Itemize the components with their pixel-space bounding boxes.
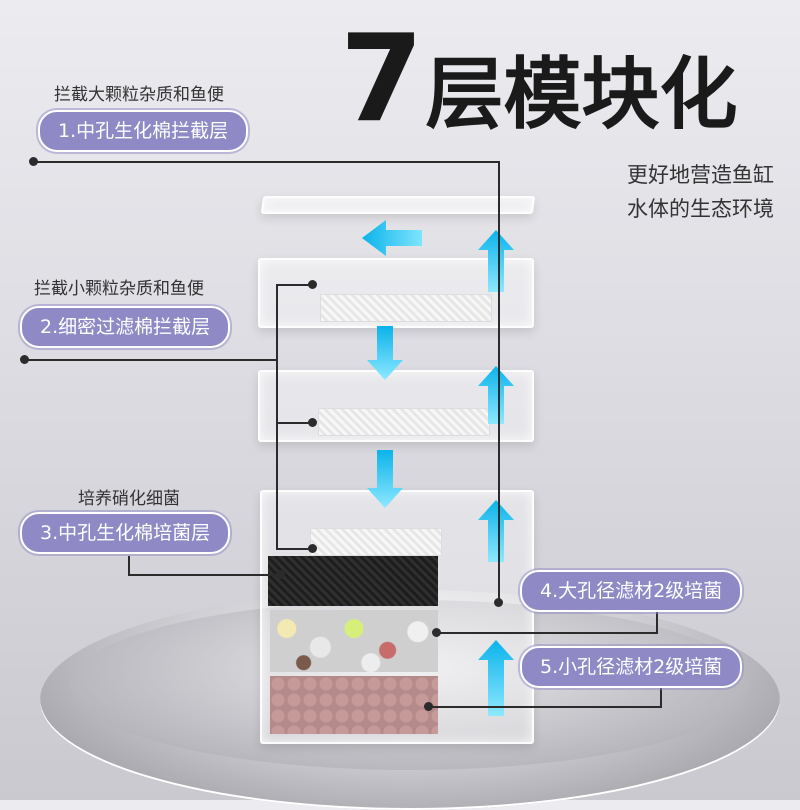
leader-line-1a	[34, 161, 500, 163]
leader-line-2b	[276, 284, 278, 550]
layer-4-label: 4.大孔径滤材2级培菌	[520, 570, 743, 612]
leader-dot-1-end	[494, 598, 503, 607]
layer-3-note: 培养硝化细菌	[78, 489, 180, 509]
leader-line-1b	[498, 161, 500, 601]
leader-dot-2-end	[308, 280, 317, 289]
bio-balls	[270, 676, 438, 734]
leader-line-4b	[656, 608, 658, 634]
leader-dot-2c-end	[308, 544, 317, 553]
black-sponge	[268, 556, 438, 606]
leader-line-2c	[276, 284, 312, 286]
layer-5-label: 5.小孔径滤材2级培菌	[520, 646, 743, 688]
layer-1-label: 1.中孔生化棉拦截层	[38, 110, 249, 152]
ceramic-rings	[270, 610, 438, 672]
tray-2-sponge	[318, 408, 490, 436]
filter-lid	[260, 196, 536, 214]
main-box-sponge	[310, 528, 442, 556]
subtitle-line-1: 更好地营造鱼缸	[627, 163, 774, 187]
headline: 7层模块化	[340, 20, 738, 170]
leader-line-2d	[276, 422, 312, 424]
leader-line-5b	[660, 682, 662, 708]
subtitle: 更好地营造鱼缸 水体的生态环境	[584, 158, 774, 226]
leader-dot-4-end	[432, 628, 441, 637]
leader-line-2e	[276, 548, 312, 550]
leader-dot-3-end	[276, 570, 285, 579]
layer-1-note: 拦截大颗粒杂质和鱼便	[54, 85, 224, 105]
leader-line-2a	[25, 359, 277, 361]
leader-dot-2	[20, 355, 29, 364]
leader-line-4a	[438, 632, 658, 634]
arrow-left	[362, 220, 422, 256]
headline-text: 层模块化	[425, 50, 738, 140]
leader-dot-1	[29, 157, 38, 166]
tray-1-sponge	[320, 294, 492, 322]
leader-line-3a	[128, 556, 130, 576]
headline-number: 7	[340, 10, 423, 149]
leader-dot-2b-end	[308, 418, 317, 427]
subtitle-line-2: 水体的生态环境	[627, 197, 774, 221]
leader-line-5a	[430, 706, 662, 708]
leader-dot-5-end	[424, 702, 433, 711]
leader-line-3b	[128, 574, 280, 576]
layer-3-label: 3.中孔生化棉培菌层	[20, 512, 231, 554]
layer-2-label: 2.细密过滤棉拦截层	[20, 306, 231, 348]
layer-2-note: 拦截小颗粒杂质和鱼便	[34, 279, 204, 299]
